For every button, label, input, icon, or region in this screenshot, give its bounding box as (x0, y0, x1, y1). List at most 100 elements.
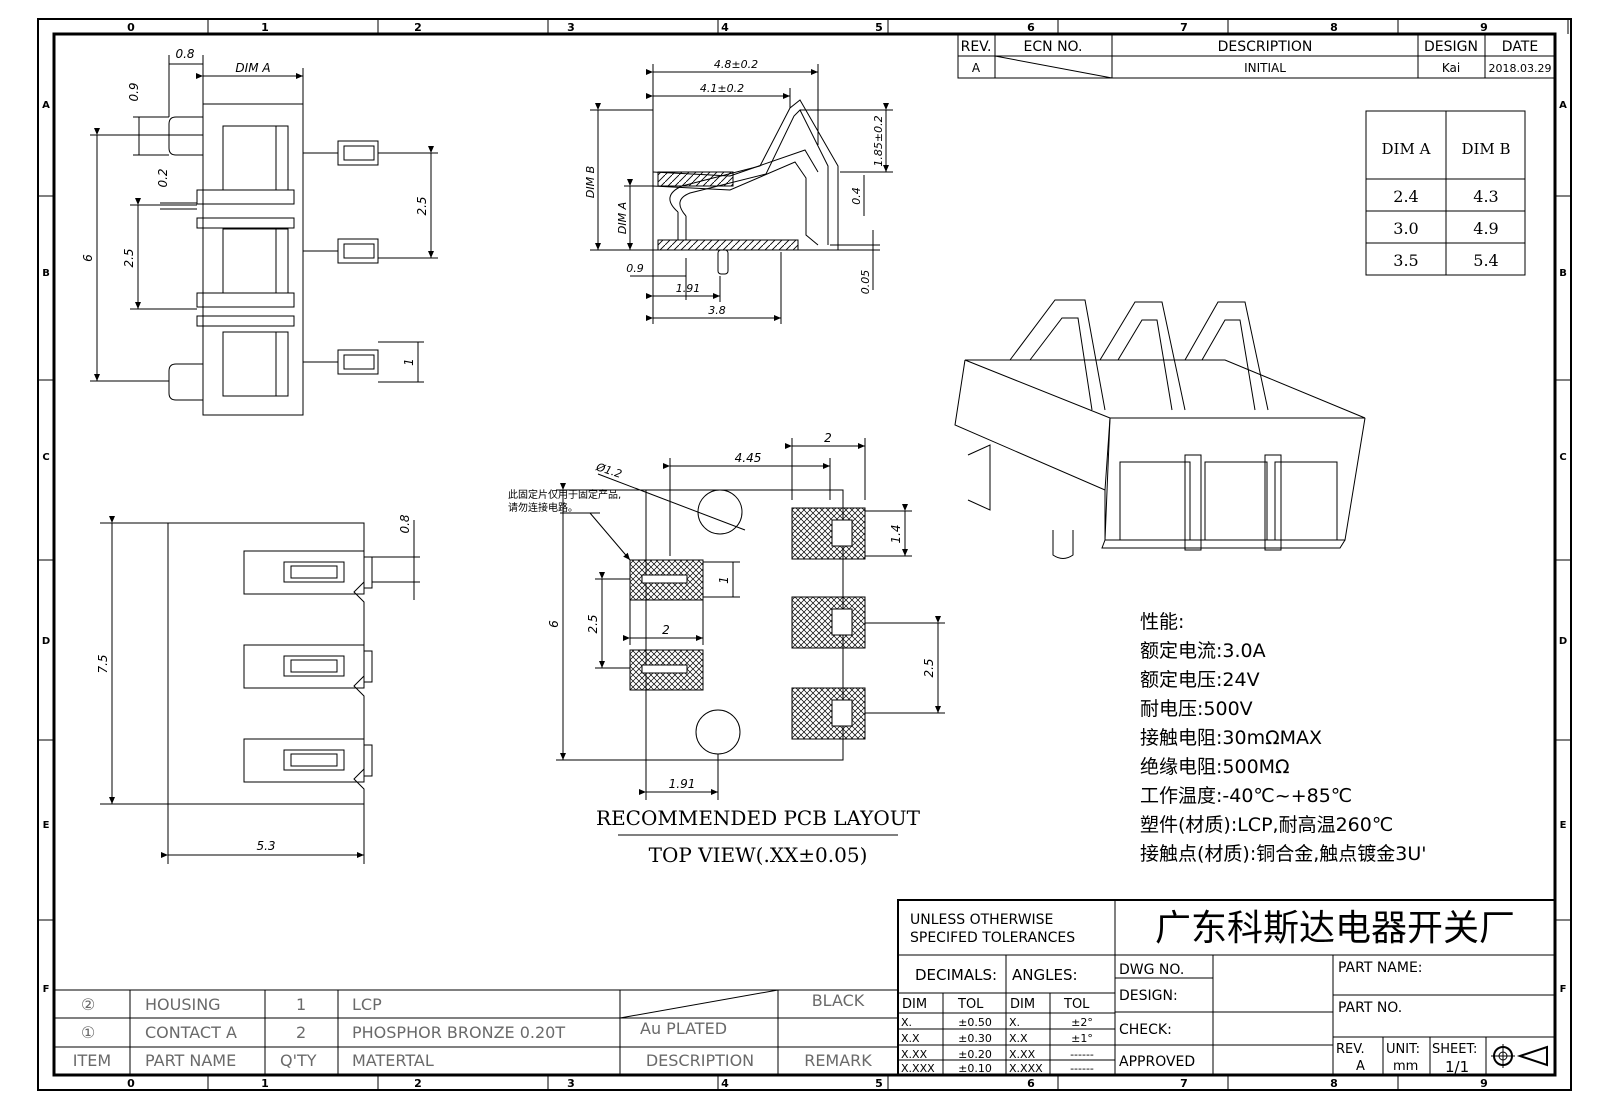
bom-description: Au PLATED (640, 1019, 727, 1038)
tolerance-dim: X.XX (1009, 1048, 1036, 1061)
tolerance-value: ±0.30 (958, 1032, 992, 1045)
sheet-label: SHEET: (1432, 1042, 1477, 1057)
tolerance-dim: X.XXX (901, 1062, 935, 1075)
zone-column-label: 1 (261, 1077, 269, 1090)
dim-label: 0.4 (850, 187, 863, 205)
zone-column-label: 8 (1330, 1077, 1338, 1090)
isometric-view (954, 299, 1366, 559)
dim-label: 6 (547, 620, 561, 628)
approved-label: APPROVED (1119, 1054, 1195, 1070)
bom-header-part: PART NAME (145, 1051, 236, 1070)
dim-b-header: DIM B (1461, 140, 1510, 158)
description-value: INITIAL (1244, 61, 1286, 75)
dim-label: 0.9 (626, 262, 644, 275)
zone-row-label: C (42, 452, 49, 463)
part-name-label: PART NAME: (1338, 960, 1423, 976)
dim-label: DIM B (584, 166, 597, 198)
side-section-view: 4.8±0.2 4.1±0.2 1.85±0.2 DIM B DIM A 0.4… (584, 58, 893, 324)
tolerance-value: ±2° (1071, 1016, 1093, 1029)
specs-heading: 性能: (1140, 611, 1184, 633)
zone-column-label: 8 (1330, 21, 1338, 34)
dim-table-cell: 3.5 (1393, 251, 1418, 270)
dim-label: 1.91 (669, 777, 696, 791)
zone-column-label: 7 (1180, 21, 1188, 34)
tolerance-dim: X.XX (901, 1048, 928, 1061)
zone-column-label: 9 (1480, 1077, 1488, 1090)
dim-table-cell: 4.9 (1473, 219, 1498, 238)
angles-label: ANGLES: (1012, 966, 1078, 984)
zone-row-label: E (1560, 820, 1567, 831)
zone-column-label: 2 (414, 1077, 422, 1090)
dim-table-cell: 2.4 (1393, 187, 1418, 206)
unit-label: UNIT: (1386, 1042, 1420, 1057)
dim-table-cell: 5.4 (1473, 251, 1498, 270)
bom-header-description: DESCRIPTION (646, 1051, 754, 1070)
dim-table: DIM A DIM B 2.4 4.3 3.0 4.9 3.5 5.4 (1365, 110, 1526, 276)
spec-line: 绝缘电阻:500MΩ (1140, 756, 1290, 778)
design-header: DESIGN (1424, 39, 1478, 55)
zone-row-label: A (1559, 100, 1567, 111)
zone-column-label: 4 (721, 21, 729, 34)
pcb-layout-title: RECOMMENDED PCB LAYOUT (596, 806, 921, 830)
zone-row-label: F (43, 984, 50, 995)
top-view: 0.8 DIM A 0.9 0.2 6 2.5 2.5 1 (81, 47, 438, 416)
pcb-layout: Ø1.2 4.45 2 1.4 1 2.5 2 6 2.5 1.91 此固定片仅… (508, 431, 945, 867)
dim-label: 2.5 (415, 196, 429, 215)
zone-row-label: D (42, 636, 50, 647)
tolerance-value: ±0.10 (958, 1062, 992, 1075)
spec-line: 工作温度:-40℃~+85℃ (1140, 785, 1352, 807)
design-label: DESIGN: (1119, 988, 1178, 1004)
dim-label: DIM A (235, 61, 270, 75)
tolerance-note-2: SPECIFED TOLERANCES (910, 930, 1075, 946)
tol-col: TOL (1063, 997, 1090, 1012)
bom-item: ① (81, 1023, 95, 1042)
dim-table-cell: 3.0 (1393, 219, 1418, 238)
dim-label: 3.8 (708, 304, 726, 317)
bom-header-qty: Q'TY (280, 1051, 317, 1070)
tolerance-dim: X. (1009, 1016, 1020, 1029)
design-value: Kai (1442, 61, 1460, 75)
dim-label: 1.85±0.2 (872, 115, 885, 166)
unit-value: mm (1393, 1059, 1418, 1074)
zone-row-label: B (42, 268, 50, 279)
dim-label: 2.5 (586, 614, 600, 633)
zone-column-label: 0 (127, 21, 135, 34)
ecn-header: ECN NO. (1024, 39, 1083, 55)
dim-label: 7.5 (96, 654, 110, 673)
tolerance-dim: X. (901, 1016, 912, 1029)
date-header: DATE (1502, 39, 1538, 55)
spec-line: 接触电阻:30mΩMAX (1140, 727, 1322, 749)
bill-of-materials: ② HOUSING 1 LCP BLACK ① CONTACT A 2 PHOS… (54, 989, 898, 1075)
dim-label: 6 (81, 254, 95, 262)
rev-header: REV. (961, 39, 992, 55)
rev-label: REV. (1336, 1042, 1365, 1057)
bom-material: PHOSPHOR BRONZE 0.20T (352, 1023, 565, 1042)
zone-row-label: D (1559, 636, 1567, 647)
tolerance-dim: X.X (1009, 1032, 1028, 1045)
revision-table: REV. ECN NO. DESCRIPTION DESIGN DATE A I… (957, 33, 1556, 79)
bom-remark: BLACK (812, 991, 865, 1010)
zone-row-label: A (42, 100, 50, 111)
bom-material: LCP (352, 995, 382, 1014)
dim-label: 4.1±0.2 (700, 82, 744, 95)
dim-label: 2.5 (122, 248, 136, 267)
bom-part: HOUSING (145, 995, 221, 1014)
rev-value: A (972, 61, 981, 75)
zone-column-label: 5 (875, 21, 883, 34)
spec-line: 耐电压:500V (1140, 698, 1253, 720)
bom-item: ② (81, 995, 95, 1014)
dim-label: 0.8 (175, 47, 194, 61)
dim-label: 2.5 (922, 658, 936, 677)
spec-line: 塑件(材质):LCP,耐高温260℃ (1140, 814, 1393, 836)
pcb-note-line-1: 此固定片仅用于固定产品, (508, 488, 621, 501)
rev-value: A (1356, 1059, 1365, 1074)
zone-column-label: 5 (875, 1077, 883, 1090)
bom-header-remark: REMARK (804, 1051, 872, 1070)
dim-label: 1.91 (676, 282, 701, 295)
zone-column-label: 0 (127, 1077, 135, 1090)
zone-column-label: 2 (414, 21, 422, 34)
date-value: 2018.03.29 (1489, 62, 1552, 75)
